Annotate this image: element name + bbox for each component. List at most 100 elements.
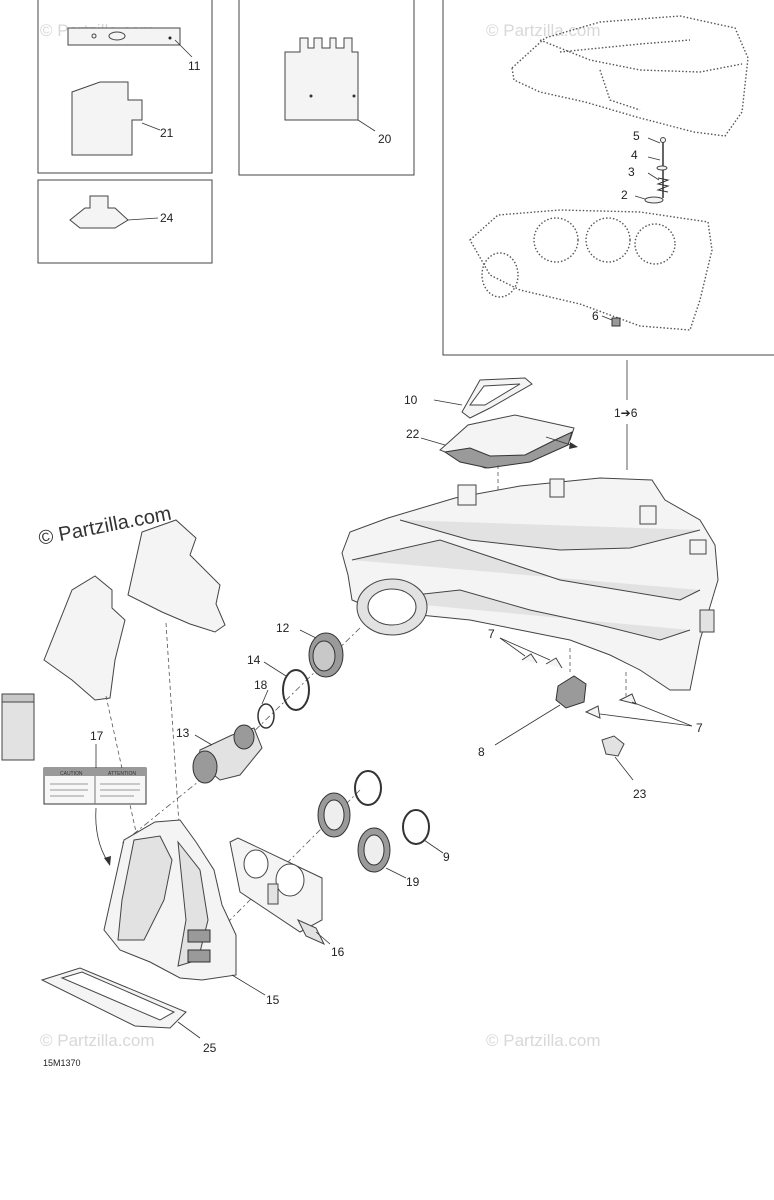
lid-rib bbox=[539, 39, 743, 73]
kit-box-1-6: 5 4 3 2 6 bbox=[442, 0, 774, 356]
label-caution-text: CAUTION bbox=[60, 771, 83, 777]
callout-1-6: 1➔6 bbox=[614, 406, 638, 420]
airbox-rib-2 bbox=[369, 589, 691, 641]
screw-5-head bbox=[660, 137, 666, 143]
part-foam-a bbox=[127, 519, 226, 633]
watermark-bottom-left: © Partzilla.com bbox=[40, 1031, 155, 1050]
airbox-tab-1 bbox=[457, 484, 477, 506]
watermark-bottom-right: © Partzilla.com bbox=[486, 1031, 601, 1050]
leader-8 bbox=[494, 704, 561, 746]
callout-17: 17 bbox=[90, 729, 104, 743]
callout-6: 6 bbox=[592, 309, 599, 323]
kit-box-20-outline bbox=[238, 0, 415, 176]
callout-7a: 7 bbox=[488, 627, 495, 641]
part-24-pad bbox=[69, 195, 129, 229]
part-9-clamp-a bbox=[354, 770, 382, 806]
lid-rib3 bbox=[599, 69, 641, 111]
airbox-tab-5 bbox=[699, 609, 715, 633]
airbox-lid-outline bbox=[511, 15, 749, 137]
callout-19: 19 bbox=[406, 875, 420, 889]
leader-11 bbox=[174, 39, 193, 58]
leader-16 bbox=[315, 931, 331, 945]
part-7-clip-3 bbox=[584, 705, 601, 719]
part-10-inner bbox=[469, 383, 521, 406]
leader-12 bbox=[299, 629, 317, 639]
leader-3 bbox=[647, 172, 660, 181]
callout-2: 2 bbox=[621, 188, 628, 202]
part-14-clamp bbox=[282, 669, 310, 711]
strip-oval bbox=[108, 31, 126, 41]
callout-14: 14 bbox=[247, 653, 261, 667]
part-9-clamp-b bbox=[402, 809, 430, 845]
leader-23 bbox=[614, 756, 634, 781]
leader-7b-1 bbox=[599, 713, 693, 727]
leader-25 bbox=[177, 1021, 201, 1039]
plate-foot bbox=[296, 918, 326, 946]
airbox-rib-1 bbox=[351, 539, 701, 601]
part-7-clip-2 bbox=[545, 657, 563, 669]
airbox-tab-2 bbox=[549, 478, 565, 498]
callout-12: 12 bbox=[276, 621, 290, 635]
leader-7b-2 bbox=[631, 701, 693, 727]
silencer-slot-2 bbox=[187, 949, 211, 963]
coupler-ring-inner bbox=[323, 799, 345, 831]
callout-23: 23 bbox=[633, 787, 647, 801]
part-7-clip-4 bbox=[618, 693, 637, 705]
part-22-edge bbox=[443, 431, 573, 469]
airbox-base-outline bbox=[469, 209, 713, 331]
arrow-22-head bbox=[569, 442, 578, 449]
callout-24: 24 bbox=[160, 211, 174, 225]
kit-box-1-6-outline bbox=[442, 0, 774, 356]
callout-18: 18 bbox=[254, 678, 268, 692]
callout-8: 8 bbox=[478, 745, 485, 759]
leader-5 bbox=[647, 137, 661, 144]
callout-13: 13 bbox=[176, 726, 190, 740]
callout-5: 5 bbox=[633, 129, 640, 143]
leader-24 bbox=[127, 217, 159, 221]
callout-21: 21 bbox=[160, 126, 174, 140]
dash-foam-a bbox=[165, 622, 181, 841]
spring-3 bbox=[656, 177, 670, 193]
callout-11: 11 bbox=[188, 59, 201, 73]
airbox-tab-3 bbox=[639, 505, 657, 525]
leader-2 bbox=[634, 195, 646, 200]
air-filter-block bbox=[1, 693, 35, 761]
arrow-17-head bbox=[104, 856, 111, 866]
strip-dot bbox=[168, 36, 172, 40]
base-port-1 bbox=[533, 217, 579, 263]
callout-22: 22 bbox=[406, 427, 420, 441]
airbox-throat-inner bbox=[367, 588, 417, 626]
leader-7a-2 bbox=[499, 637, 551, 661]
watermark-top-right: © Partzilla.com bbox=[486, 21, 601, 40]
leader-6 bbox=[601, 315, 613, 321]
leader-10 bbox=[433, 399, 463, 406]
callout-4: 4 bbox=[631, 148, 638, 162]
warning-label-lines bbox=[50, 783, 140, 797]
kit-box-outline bbox=[37, 0, 213, 174]
callout-16: 16 bbox=[331, 945, 345, 959]
silencer-rib-1 bbox=[117, 835, 173, 941]
airbox-tab-4 bbox=[689, 539, 707, 555]
part-15-silencer: 15 bbox=[103, 819, 280, 1007]
kit-box-11-21: 11 21 bbox=[37, 0, 213, 174]
pad-20-dot2 bbox=[352, 94, 356, 98]
air-filter-top bbox=[1, 693, 35, 703]
leader-14 bbox=[263, 661, 287, 677]
part-18-oring bbox=[257, 703, 275, 729]
callout-20: 20 bbox=[378, 132, 392, 146]
leader-19 bbox=[385, 867, 407, 879]
plate-hole-2 bbox=[275, 863, 305, 897]
base-inlet bbox=[481, 252, 519, 298]
strip-hole bbox=[91, 33, 97, 39]
part-8-bracket bbox=[555, 675, 587, 709]
base-port-2 bbox=[585, 217, 631, 263]
warning-label-head-1 bbox=[44, 768, 95, 776]
callout-25: 25 bbox=[203, 1041, 217, 1055]
washer-4 bbox=[656, 165, 668, 171]
part-23-grommet bbox=[601, 735, 625, 757]
leader-18 bbox=[261, 689, 269, 705]
part-foam-b bbox=[43, 575, 126, 701]
leader-20 bbox=[357, 119, 376, 132]
part-20-pad bbox=[284, 37, 359, 121]
